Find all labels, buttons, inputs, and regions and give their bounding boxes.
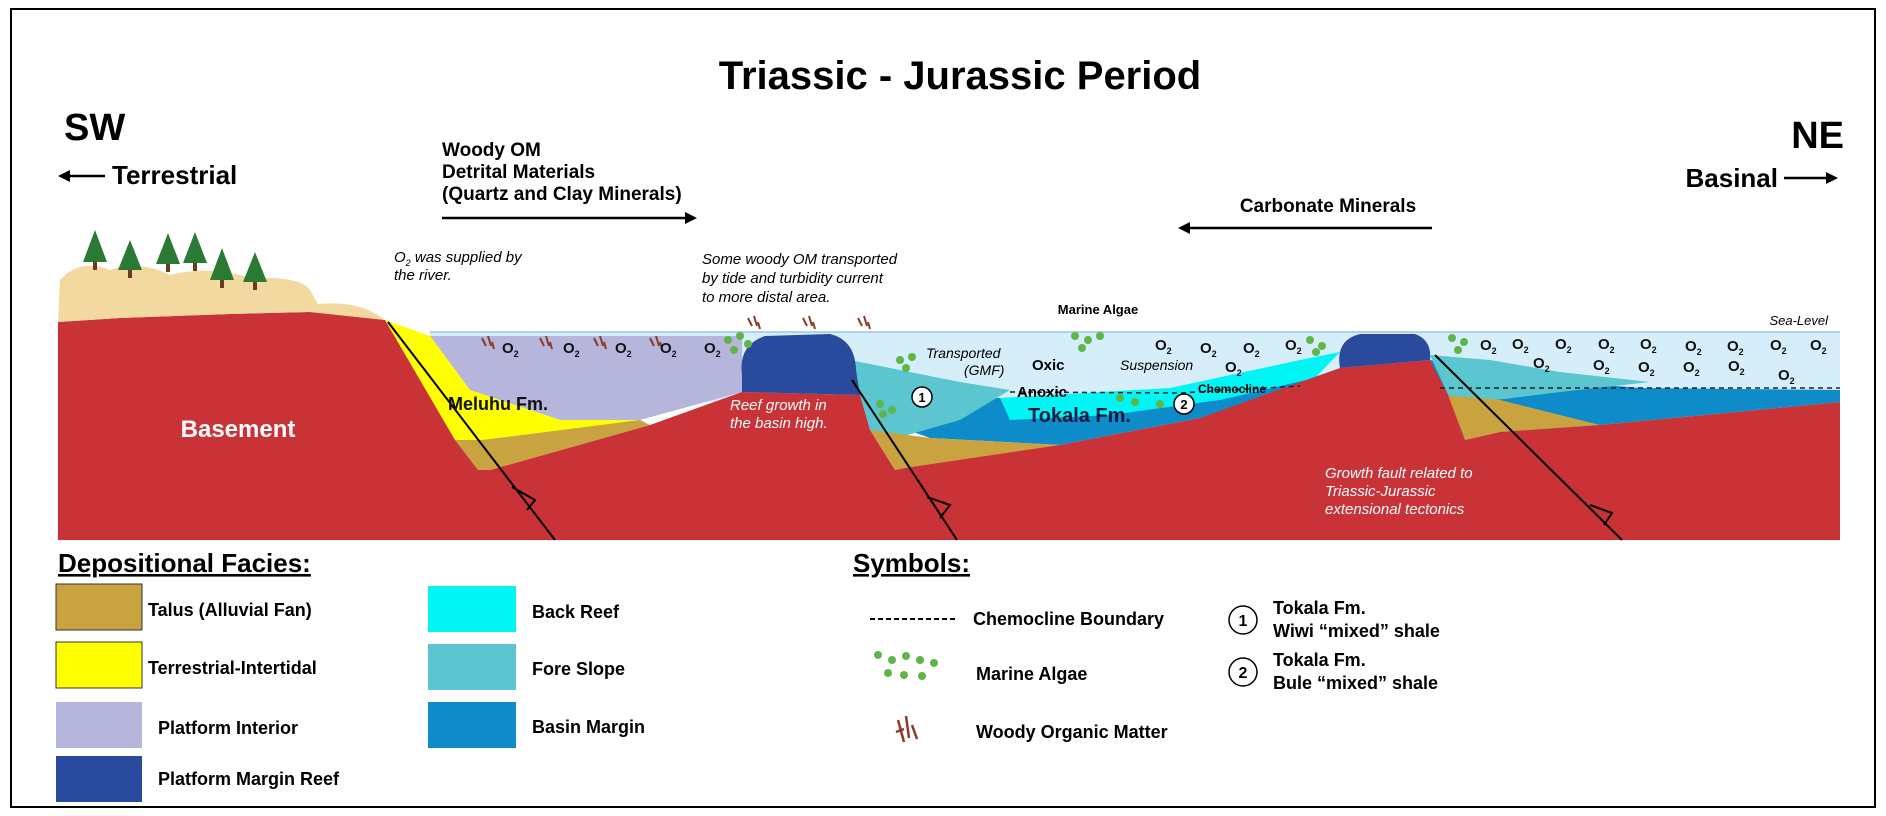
sw-label: SW: [64, 107, 125, 149]
symbols-legend-title: Symbols:: [853, 548, 970, 578]
symbol-chemocline: Chemocline Boundary: [870, 609, 1164, 629]
cross-section: O2 O2 O2 O2 O2 O2 O2 O2 O2 O2 O2 O2 O2 O…: [58, 230, 1840, 540]
facies-item-basin-margin: Basin Margin: [428, 702, 645, 748]
svg-text:Wiwi “mixed” shale: Wiwi “mixed” shale: [1273, 621, 1440, 641]
platform-margin-reef-left: [741, 334, 860, 395]
carbonate-label: Carbonate Minerals: [1240, 196, 1416, 217]
svg-text:Tokala Fm.: Tokala Fm.: [1273, 650, 1366, 670]
svg-text:Platform Margin Reef: Platform Margin Reef: [158, 769, 340, 789]
woody-transport-line1: Some woody OM transported: [702, 251, 898, 268]
basinal-label: Basinal: [1686, 163, 1779, 193]
tokala-label: Tokala Fm.: [1028, 405, 1131, 427]
woody-transport-line3: to more distal area.: [702, 289, 830, 306]
svg-text:Tokala Fm.: Tokala Fm.: [1273, 598, 1366, 618]
symbols-legend: Symbols: Chemocline Boundary Marine Alga…: [853, 548, 1440, 742]
symbol-marker-2: 2 Tokala Fm. Bule “mixed” shale: [1229, 650, 1438, 693]
facies-item-talus: Talus (Alluvial Fan): [56, 584, 312, 630]
woody-transport-line2: by tide and turbidity current: [702, 270, 884, 287]
sea-level-label: Sea-Level: [1769, 313, 1829, 328]
left-arrow: [58, 170, 105, 182]
svg-text:2: 2: [1180, 397, 1187, 412]
svg-text:Woody Organic Matter: Woody Organic Matter: [976, 722, 1168, 742]
anoxic-label: Anoxic: [1017, 384, 1067, 401]
svg-text:Platform Interior: Platform Interior: [158, 718, 298, 738]
oxic-label: Oxic: [1032, 357, 1065, 374]
growth-fault-line1: Growth fault related to: [1325, 465, 1473, 482]
suspension-label: Suspension: [1120, 357, 1193, 373]
svg-text:Fore Slope: Fore Slope: [532, 659, 625, 679]
tree-icon: [156, 233, 180, 272]
facies-item-fore-slope: Fore Slope: [428, 644, 625, 690]
reef-growth-line1: Reef growth in: [730, 397, 827, 414]
ne-label: NE: [1791, 115, 1844, 157]
svg-text:1: 1: [1239, 613, 1248, 630]
right-arrow: [1784, 172, 1838, 184]
svg-text:Back Reef: Back Reef: [532, 602, 620, 622]
detrital-arrow: [442, 212, 697, 224]
woody-om-icon: [803, 316, 815, 329]
algae-icon: [874, 651, 938, 680]
transported-label: Transported: [926, 345, 1002, 361]
woody-om-label: Woody OM: [442, 140, 541, 161]
woody-om-icon: [748, 316, 760, 329]
svg-text:Bule “mixed” shale: Bule “mixed” shale: [1273, 673, 1438, 693]
growth-fault-line2: Triassic-Jurassic: [1325, 483, 1436, 500]
woody-om-icon: [896, 716, 917, 742]
symbol-marker-1: 1 Tokala Fm. Wiwi “mixed” shale: [1229, 598, 1440, 641]
meluhu-label: Meluhu Fm.: [448, 394, 548, 414]
chemocline-label: Chemocline: [1198, 382, 1266, 396]
facies-legend: Depositional Facies: Talus (Alluvial Fan…: [56, 548, 645, 802]
svg-text:Terrestrial-Intertidal: Terrestrial-Intertidal: [148, 658, 317, 678]
woody-om-icon: [858, 316, 870, 329]
symbol-marine-algae: Marine Algae: [874, 651, 1087, 684]
svg-text:Basin Margin: Basin Margin: [532, 717, 645, 737]
svg-text:Marine Algae: Marine Algae: [976, 664, 1087, 684]
marker-1: 1: [912, 387, 932, 407]
symbol-woody-om: Woody Organic Matter: [896, 716, 1168, 742]
facies-item-back-reef: Back Reef: [428, 586, 620, 632]
quartz-clay-label: (Quartz and Clay Minerals): [442, 184, 682, 205]
svg-text:2: 2: [1239, 665, 1248, 682]
facies-item-platform-interior: Platform Interior: [56, 702, 298, 748]
facies-item-terrestrial-intertidal: Terrestrial-Intertidal: [56, 642, 317, 688]
terrestrial-label: Terrestrial: [112, 160, 237, 190]
tree-icon: [183, 232, 207, 271]
diagram-title: Triassic - Jurassic Period: [719, 54, 1201, 98]
svg-text:Chemocline Boundary: Chemocline Boundary: [973, 609, 1164, 629]
reef-growth-line2: the basin high.: [730, 415, 828, 432]
o2-supplied-line2: the river.: [394, 267, 452, 284]
carbonate-arrow: [1178, 222, 1432, 234]
detrital-label: Detrital Materials: [442, 162, 595, 183]
growth-fault-line3: extensional tectonics: [1325, 501, 1465, 518]
tree-icon: [83, 230, 107, 270]
marker-2: 2: [1174, 394, 1194, 414]
facies-legend-title: Depositional Facies:: [58, 548, 311, 578]
marine-algae-label: Marine Algae: [1058, 302, 1138, 317]
o2-supplied-line1: O2 was supplied by: [394, 249, 523, 268]
svg-text:Talus (Alluvial Fan): Talus (Alluvial Fan): [148, 600, 312, 620]
gmf-label: (GMF): [964, 362, 1004, 378]
facies-item-platform-margin-reef: Platform Margin Reef: [56, 756, 340, 802]
svg-text:1: 1: [918, 390, 925, 405]
basement-label: Basement: [181, 416, 296, 443]
